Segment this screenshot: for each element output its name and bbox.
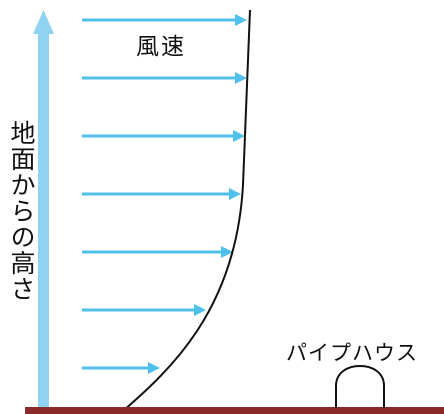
wind-arrow-icon	[82, 72, 247, 84]
wind-arrow-icon	[82, 188, 241, 200]
wind-speed-label: 風速	[136, 34, 186, 60]
wind-arrow-icon	[82, 246, 233, 258]
wind-arrow-icon	[82, 14, 247, 26]
wind-arrow-icon	[82, 362, 160, 374]
wind-arrow-icon	[82, 304, 206, 316]
height-axis-label: 地面からの高さ	[7, 120, 36, 302]
pipe-house-icon	[335, 364, 385, 408]
wind-arrow-icon	[82, 130, 245, 142]
pipe-house-label: パイプハウス	[286, 341, 418, 365]
wind-profile-curve	[122, 9, 251, 412]
wind-arrows	[82, 14, 247, 374]
height-axis-arrow-icon	[33, 10, 54, 412]
ground-line	[25, 407, 444, 414]
